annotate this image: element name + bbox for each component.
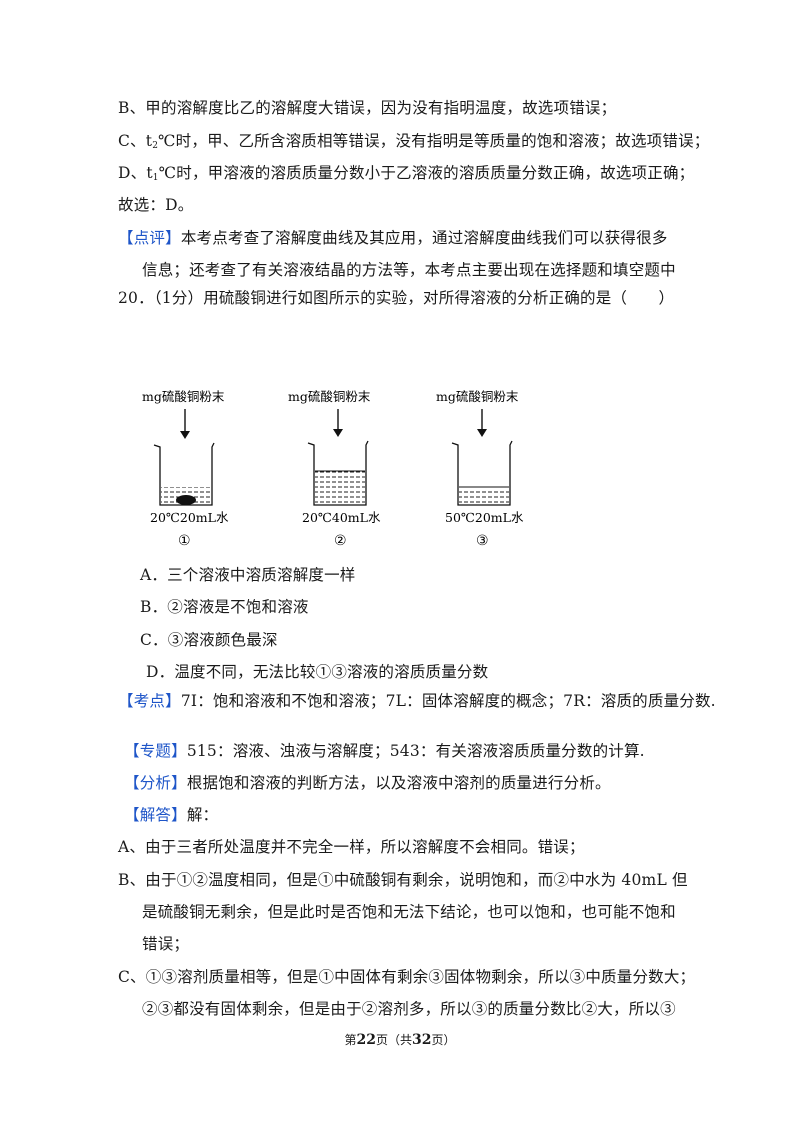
powder-label-2: mg硫酸铜粉末 xyxy=(288,389,371,404)
kaodian-text: 7I：饱和溶液和不饱和溶液；7L：固体溶解度的概念；7R：溶质的质量分数. xyxy=(180,692,716,710)
answer-c-2: ②③都没有固体剩余，但是由于②溶剂多，所以③的质量分数比②大，所以③ xyxy=(142,1000,676,1018)
answer-c-1: C、①③溶剂质量相等，但是①中固体有剩余③固体物剩余，所以③中质量分数大； xyxy=(118,968,696,986)
kaodian-line: 【考点】7I：饱和溶液和不饱和溶液；7L：固体溶解度的概念；7R：溶质的质量分数… xyxy=(118,690,716,712)
option-b: B．②溶液是不饱和溶液 xyxy=(140,598,309,616)
water-label-2: 20℃40mL水 xyxy=(302,510,381,525)
arrow-head-2 xyxy=(333,429,343,437)
jieda-text: 解： xyxy=(186,806,219,824)
beaker-number-1: ① xyxy=(178,533,191,549)
review-text: 本考点考查了溶解度曲线及其应用，通过溶解度曲线我们可以获得很多 xyxy=(180,229,668,247)
text: C、t xyxy=(118,132,153,150)
option-d: D．温度不同，无法比较①③溶液的溶质质量分数 xyxy=(146,663,489,681)
page-footer: 第22页（共32页） xyxy=(0,1031,800,1049)
beaker-number-3: ③ xyxy=(476,533,489,549)
powder-label-1: mg硫酸铜粉末 xyxy=(142,389,225,404)
water-label-1: 20℃20mL水 xyxy=(150,510,229,525)
subscript: 1 xyxy=(152,173,159,183)
line-review: 【点评】本考点考查了溶解度曲线及其应用，通过溶解度曲线我们可以获得很多 xyxy=(118,227,668,249)
kaodian-tag: 【考点】 xyxy=(118,692,181,710)
footer-post: 页） xyxy=(431,1033,456,1047)
solution-2 xyxy=(315,471,365,504)
page-number: 22 xyxy=(356,1032,376,1048)
text: ℃时，甲溶液的溶质质量分数小于乙溶液的溶质质量分数正确，故选项正确； xyxy=(158,164,695,182)
review-tag: 【点评】 xyxy=(118,229,181,247)
zhuanti-text: 515：溶液、浊液与溶解度；543：有关溶液溶质质量分数的计算. xyxy=(186,742,645,760)
footer-mid: 页（共 xyxy=(375,1033,412,1047)
beaker-glass-3 xyxy=(451,440,513,506)
line-b-prev: B、甲的溶解度比乙的溶解度大错误，因为没有指明温度，故选项错误； xyxy=(118,99,617,117)
jieda-tag: 【解答】 xyxy=(124,806,187,824)
page-total: 32 xyxy=(412,1032,432,1048)
answer-a: A、由于三者所处温度并不完全一样，所以溶解度不会相同。错误； xyxy=(118,838,585,856)
undissolved-solid xyxy=(176,495,196,505)
answer-b-1: B、由于①②温度相同，但是①中硫酸铜有剩余，说明饱和，而②中水为 40mL 但 xyxy=(118,871,688,889)
beaker-2: mg硫酸铜粉末 20℃40mL水 ② xyxy=(288,389,381,549)
answer-b-3: 错误； xyxy=(142,935,190,953)
line-d-prev: D、t1℃时，甲溶液的溶质质量分数小于乙溶液的溶质质量分数正确，故选项正确； xyxy=(118,162,694,189)
subscript: 2 xyxy=(152,141,159,151)
zhuanti-line: 【专题】515：溶液、浊液与溶解度；543：有关溶液溶质质量分数的计算. xyxy=(124,740,645,762)
line-review-2: 信息；还考查了有关溶液结晶的方法等，本考点主要出现在选择题和填空题中 xyxy=(142,261,676,279)
zhuanti-tag: 【专题】 xyxy=(124,742,187,760)
text: ℃时，甲、乙所含溶质相等错误，没有指明是等质量的饱和溶液；故选项错误； xyxy=(158,132,710,150)
beaker-3: mg硫酸铜粉末 50℃20mL水 ③ xyxy=(436,389,524,549)
solution-3 xyxy=(459,487,509,504)
arrow-head-1 xyxy=(180,431,190,439)
arrow-head-3 xyxy=(477,429,487,437)
beaker-1: mg硫酸铜粉末 20℃20mL水 ① xyxy=(142,389,229,549)
water-label-3: 50℃20mL水 xyxy=(445,510,524,525)
line-choose: 故选：D。 xyxy=(118,196,194,214)
fenxi-line: 【分析】根据饱和溶液的判断方法，以及溶液中溶剂的质量进行分析。 xyxy=(124,772,611,794)
question-20: 20．（1分）用硫酸铜进行如图所示的实验，对所得溶液的分析正确的是（ ） xyxy=(118,289,675,307)
option-c: C．③溶液颜色最深 xyxy=(140,631,278,649)
answer-b-2: 是硫酸铜无剩余，但是此时是否饱和无法下结论，也可以饱和，也可能不饱和 xyxy=(142,903,676,921)
beaker-number-2: ② xyxy=(334,533,347,549)
line-c-prev: C、t2℃时，甲、乙所含溶质相等错误，没有指明是等质量的饱和溶液；故选项错误； xyxy=(118,130,709,157)
powder-label-3: mg硫酸铜粉末 xyxy=(436,389,519,404)
jieda-line: 【解答】解： xyxy=(124,804,218,826)
beaker-glass-2 xyxy=(307,440,369,506)
footer-pre: 第 xyxy=(344,1033,357,1047)
option-a: A．三个溶液中溶质溶解度一样 xyxy=(140,566,356,584)
fenxi-tag: 【分析】 xyxy=(124,774,187,792)
text: D、t xyxy=(118,164,153,182)
experiment-figure: mg硫酸铜粉末 20℃20mL水 ① mg硫酸铜粉末 20℃40mL水 ② mg… xyxy=(142,389,524,549)
fenxi-text: 根据饱和溶液的判断方法，以及溶液中溶剂的质量进行分析。 xyxy=(186,774,611,792)
